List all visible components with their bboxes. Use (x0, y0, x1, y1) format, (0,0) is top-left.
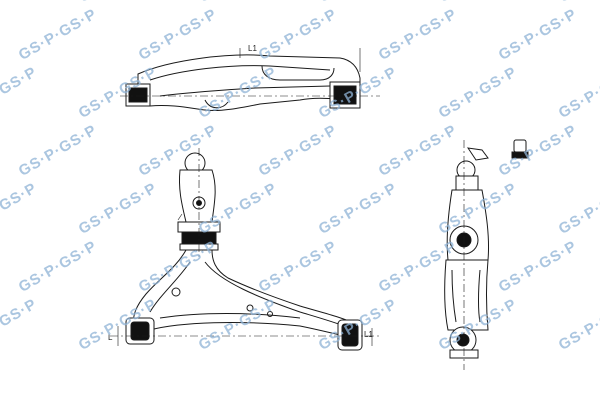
dimension-label-right: L1 (364, 330, 373, 339)
side-view (444, 139, 529, 370)
top-right-bushing (333, 85, 357, 105)
top-left-bushing (128, 87, 148, 103)
front-view (110, 148, 380, 351)
front-right-bushing (341, 323, 359, 347)
dimension-label-left: L (108, 333, 113, 342)
side-lower-bushing (456, 333, 470, 347)
top-view (120, 48, 380, 111)
front-left-bushing (130, 321, 150, 341)
dimension-label-top: L1 (248, 44, 257, 53)
